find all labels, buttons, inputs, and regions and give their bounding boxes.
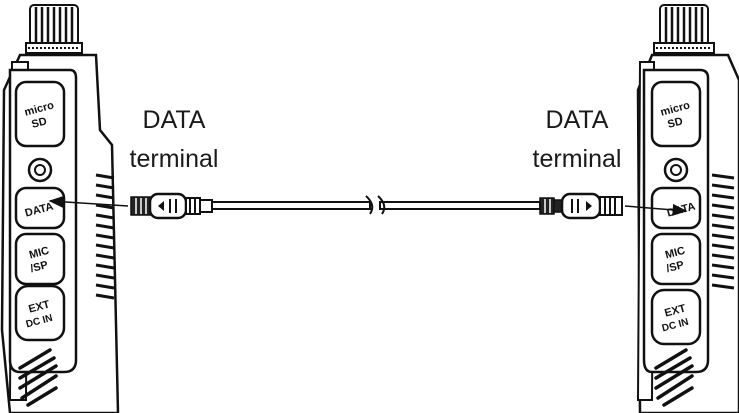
- right-port-ext-dc-in: EXT DC IN: [650, 288, 702, 346]
- data-cable: [130, 192, 623, 220]
- left-port-sd-label: SD: [30, 115, 48, 131]
- left-port-micro-sd: micro SD: [14, 80, 66, 148]
- left-pointer-arrow: [48, 195, 129, 208]
- left-screw: [27, 157, 53, 183]
- left-radio-knob: [25, 4, 83, 54]
- cable-wire: [211, 195, 541, 215]
- left-port-mic-sp: MIC /SP: [14, 232, 66, 286]
- left-radio: micro SD DATA MIC /SP EXT DC IN: [0, 4, 120, 413]
- right-cable-plug: [539, 192, 623, 220]
- right-radio-knob: [653, 4, 715, 54]
- right-port-micro-sd: micro SD: [650, 80, 702, 148]
- right-screw: [663, 157, 689, 183]
- left-port-data: DATA: [14, 186, 66, 230]
- left-port-sp-label: /SP: [29, 259, 49, 275]
- right-radio: micro SD DATA MIC /SP EXT DC IN: [636, 4, 739, 413]
- right-port-data: DATA: [650, 186, 702, 230]
- left-speaker-grille: [18, 348, 58, 407]
- left-data-label: DATA: [143, 106, 206, 134]
- left-cable-plug: [130, 192, 213, 220]
- left-radio-grip: [95, 173, 115, 300]
- left-port-ext-dc-in: EXT DC IN: [14, 284, 66, 342]
- left-port-ext-label: EXT: [27, 298, 51, 315]
- left-port-mic-label: MIC: [28, 245, 51, 262]
- right-terminal-label: terminal: [533, 145, 622, 173]
- right-pointer-arrow: [624, 203, 688, 216]
- right-port-ext-label: EXT: [663, 302, 687, 319]
- right-port-mic-sp: MIC /SP: [650, 232, 702, 286]
- right-speaker-grille: [654, 348, 694, 407]
- right-data-label: DATA: [546, 106, 609, 134]
- right-port-mic-label: MIC: [664, 245, 687, 262]
- right-radio-grip: [711, 173, 735, 290]
- left-terminal-label: terminal: [130, 145, 219, 173]
- right-port-sp-label: /SP: [665, 259, 685, 275]
- right-port-sd-label: SD: [666, 115, 684, 131]
